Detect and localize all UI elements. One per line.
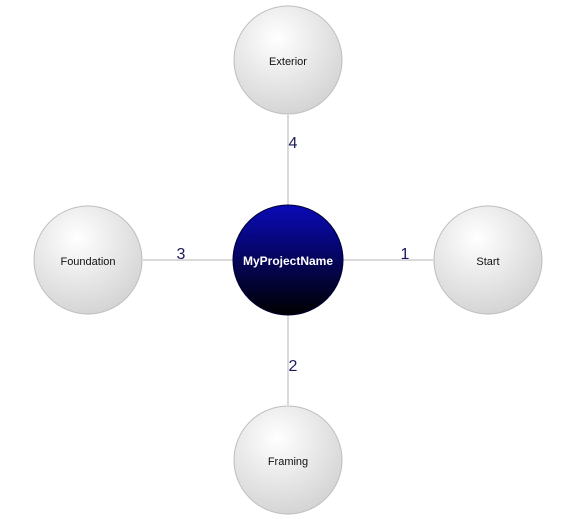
node-start-label: Start <box>476 256 499 268</box>
edge-label-exterior: 4 <box>289 135 298 152</box>
node-framing[interactable]: Framing <box>233 405 343 515</box>
edge-label-framing: 2 <box>289 358 298 375</box>
node-framing-label: Framing <box>268 456 308 468</box>
node-start[interactable]: Start <box>433 205 543 315</box>
center-node-circle[interactable] <box>232 204 344 316</box>
node-foundation[interactable]: Foundation <box>33 205 143 315</box>
node-start-circle[interactable] <box>433 205 543 315</box>
node-exterior[interactable]: Exterior <box>233 5 343 115</box>
node-framing-circle[interactable] <box>233 405 343 515</box>
connectors <box>143 115 433 405</box>
edge-label-foundation: 3 <box>177 246 186 263</box>
edge-labels: 1 2 3 4 <box>177 135 410 375</box>
node-foundation-label: Foundation <box>60 256 115 268</box>
node-exterior-label: Exterior <box>269 56 307 68</box>
center-node[interactable]: MyProjectName <box>232 204 344 316</box>
node-exterior-circle[interactable] <box>233 5 343 115</box>
node-foundation-circle[interactable] <box>33 205 143 315</box>
edge-label-start: 1 <box>401 246 410 263</box>
center-node-label: MyProjectName <box>243 254 333 268</box>
